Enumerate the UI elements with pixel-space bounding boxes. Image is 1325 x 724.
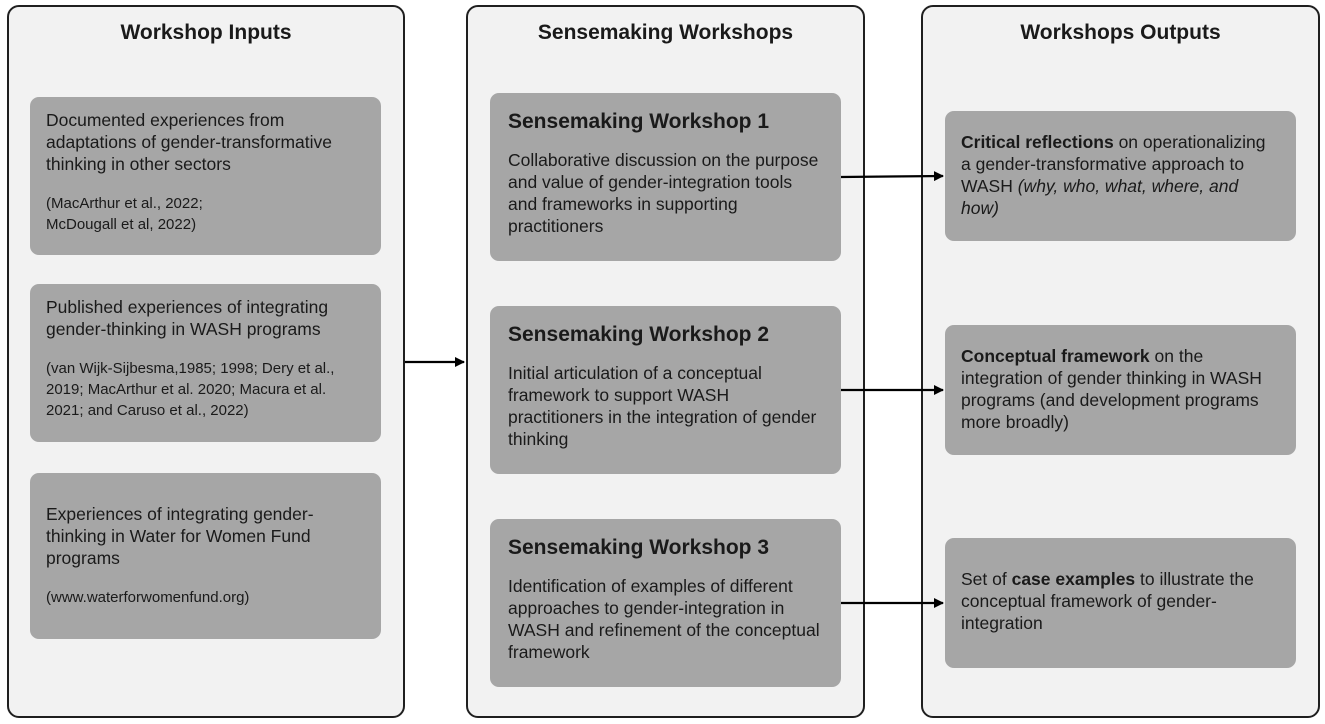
input-3-ref: (www.waterforwomenfund.org) [46,589,250,606]
output-2-bold: Conceptual framework [961,346,1150,366]
input-2-ref: (van Wijk-Sijbesma,1985; 1998; Dery et a… [46,360,335,419]
workshop-2-text: Initial articulation of a conceptual fra… [508,363,817,449]
output-3-text: to illustrate the conceptual framework o… [961,569,1254,633]
output-3-bold: case examples [1011,569,1136,589]
output-2-text: on the integration of gender thinking in… [961,346,1262,432]
workshops-column-title: Sensemaking Workshops [537,21,794,44]
workshop-box-2: Sensemaking Workshop 2 Initial articulat… [490,306,841,474]
input-3-text: Experiences of integrating gender-thinki… [46,504,314,568]
output-1-text: on operationalizing a gender-transformat… [961,132,1266,196]
output-box-1: Critical reflections on operationalizing… [945,111,1296,241]
workshop-2-title: Sensemaking Workshop 2 [508,323,770,346]
workshop-3-text: Identification of examples of different … [508,576,820,662]
workshop-box-3: Sensemaking Workshop 3 Identification of… [490,519,841,687]
output-box-3: Set of case examples to illustrate the c… [945,538,1296,668]
input-1-ref-line1: (MacArthur et al., 2022; [46,195,203,212]
input-box-2: Published experiences of integrating gen… [30,284,381,442]
output-1-italic: (why, who, what, where, and how) [961,176,1239,218]
input-2-text: Published experiences of integrating gen… [46,297,329,339]
output-3-pre: Set of [961,569,1012,589]
workshop-box-1: Sensemaking Workshop 1 Collaborative dis… [490,93,841,261]
output-box-2: Conceptual framework on the integration … [945,325,1296,455]
outputs-column-title: Workshops Outputs [1020,21,1221,44]
inputs-column-title: Workshop Inputs [120,21,292,44]
input-box-1: Documented experiences from adaptations … [30,97,381,255]
input-box-3: Experiences of integrating gender-thinki… [30,473,381,639]
input-1-ref-line2: McDougall et al, 2022) [46,216,197,233]
workshop-3-title: Sensemaking Workshop 3 [508,536,770,559]
output-1-bold: Critical reflections [961,132,1114,152]
workshop-1-title: Sensemaking Workshop 1 [508,110,770,133]
arrow-workshop1-to-output1 [840,171,944,182]
input-1-ref: (MacArthur et al., 2022; McDougall et al… [46,193,365,235]
workshop-1-text: Collaborative discussion on the purpose … [508,150,819,236]
input-1-text: Documented experiences from adaptations … [46,110,332,174]
